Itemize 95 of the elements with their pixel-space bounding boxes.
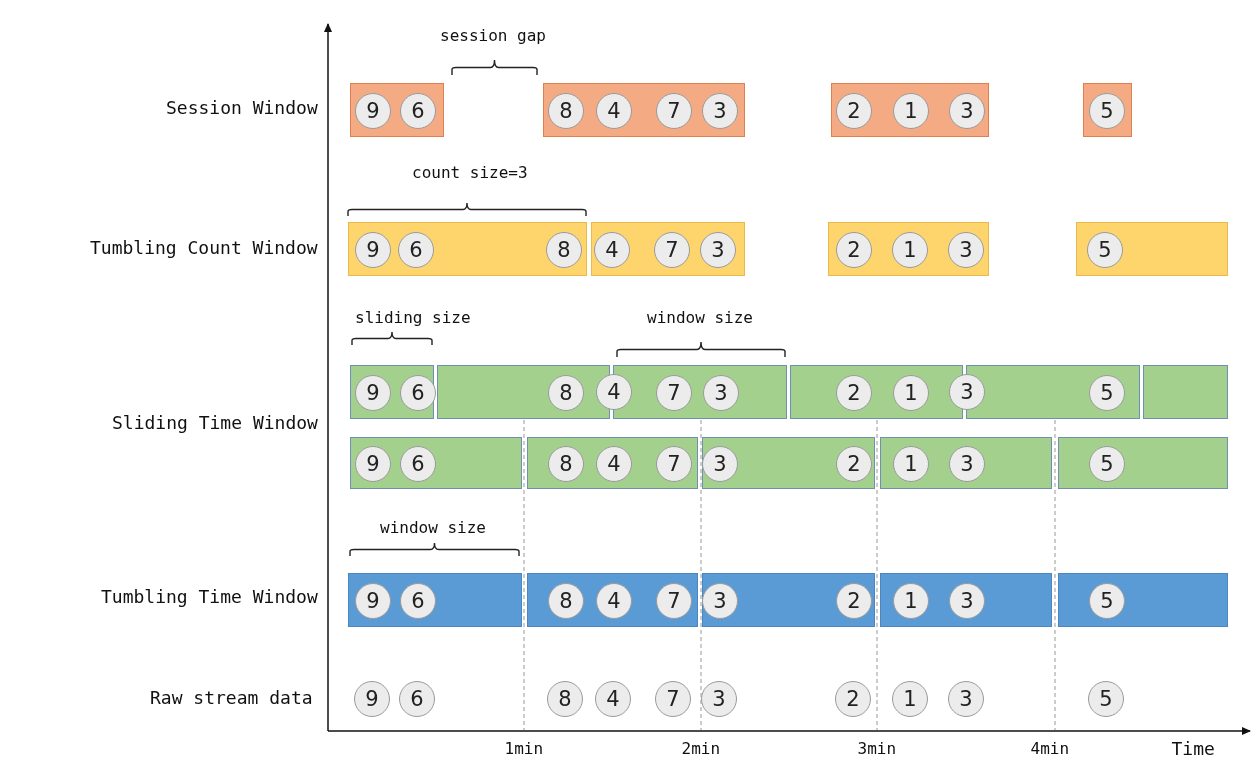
- event-circle: 4: [594, 232, 630, 268]
- window-bar: [437, 365, 610, 419]
- window-bar: [828, 222, 989, 276]
- event-circle: 1: [893, 93, 929, 129]
- window-bar: [831, 83, 989, 137]
- event-circle: 3: [701, 681, 737, 717]
- window-bar: [880, 437, 1052, 489]
- event-circle: 4: [596, 446, 632, 482]
- event-circle: 3: [700, 232, 736, 268]
- event-circle: 4: [596, 583, 632, 619]
- event-circle: 7: [656, 446, 692, 482]
- bracket-label: window size: [380, 518, 486, 537]
- window-bar: [527, 437, 698, 489]
- event-circle: 7: [654, 232, 690, 268]
- event-circle: 2: [836, 583, 872, 619]
- event-circle: 7: [656, 375, 692, 411]
- window-bar: [527, 573, 698, 627]
- window-bar: [1143, 365, 1228, 419]
- event-circle: 9: [355, 583, 391, 619]
- event-circle: 1: [892, 681, 928, 717]
- row-label: Tumbling Time Window: [101, 586, 318, 607]
- event-circle: 3: [702, 446, 738, 482]
- event-circle: 5: [1087, 232, 1123, 268]
- window-bar: [1076, 222, 1228, 276]
- tick-label: 3min: [857, 739, 897, 758]
- window-bar: [350, 83, 444, 137]
- event-circle: 5: [1089, 93, 1125, 129]
- event-circle: 4: [596, 93, 632, 129]
- event-circle: 1: [892, 232, 928, 268]
- window-bar: [350, 365, 434, 419]
- event-circle: 2: [835, 681, 871, 717]
- event-circle: 2: [836, 375, 872, 411]
- event-circle: 6: [399, 681, 435, 717]
- event-circle: 6: [400, 375, 436, 411]
- window-bar: [702, 573, 875, 627]
- event-circle: 8: [548, 375, 584, 411]
- event-circle: 3: [702, 583, 738, 619]
- event-circle: 2: [836, 232, 872, 268]
- window-bar: [543, 83, 745, 137]
- event-circle: 6: [400, 583, 436, 619]
- event-circle: 3: [948, 681, 984, 717]
- event-circle: 9: [355, 93, 391, 129]
- window-bar: [1058, 437, 1228, 489]
- event-circle: 2: [836, 93, 872, 129]
- event-circle: 9: [355, 375, 391, 411]
- row-label: Raw stream data: [150, 687, 313, 708]
- event-circle: 6: [400, 93, 436, 129]
- event-circle: 4: [595, 681, 631, 717]
- event-circle: 3: [703, 375, 739, 411]
- event-circle: 1: [893, 583, 929, 619]
- event-circle: 5: [1089, 375, 1125, 411]
- event-circle: 5: [1089, 446, 1125, 482]
- event-circle: 1: [893, 375, 929, 411]
- tick-label: 2min: [681, 739, 721, 758]
- bracket-label: window size: [647, 308, 753, 327]
- bracket-label: session gap: [440, 26, 546, 45]
- event-circle: 8: [548, 446, 584, 482]
- window-bar: [880, 573, 1052, 627]
- event-circle: 7: [655, 681, 691, 717]
- event-circle: 5: [1089, 583, 1125, 619]
- event-circle: 3: [949, 446, 985, 482]
- event-circle: 9: [355, 446, 391, 482]
- event-circle: 8: [548, 93, 584, 129]
- event-circle: 3: [702, 93, 738, 129]
- window-bar: [348, 222, 587, 276]
- event-circle: 9: [355, 232, 391, 268]
- window-bar: [350, 437, 522, 489]
- window-bar: [591, 222, 745, 276]
- window-bar: [1058, 573, 1228, 627]
- event-circle: 3: [948, 232, 984, 268]
- event-circle: 7: [656, 93, 692, 129]
- event-circle: 5: [1088, 681, 1124, 717]
- event-circle: 2: [836, 446, 872, 482]
- event-circle: 8: [547, 681, 583, 717]
- tick-label: 1min: [504, 739, 544, 758]
- event-circle: 8: [546, 232, 582, 268]
- event-circle: 3: [949, 583, 985, 619]
- event-circle: 1: [893, 446, 929, 482]
- event-circle: 6: [398, 232, 434, 268]
- bracket-label: sliding size: [355, 308, 471, 327]
- event-circle: 8: [548, 583, 584, 619]
- event-circle: 7: [656, 583, 692, 619]
- window-bar: [790, 365, 963, 419]
- axis-label: Time: [1171, 738, 1215, 759]
- row-label: Session Window: [166, 97, 318, 118]
- window-bar: [1083, 83, 1132, 137]
- row-label: Tumbling Count Window: [90, 237, 318, 258]
- tick-label: 4min: [1030, 739, 1070, 758]
- window-bar: [702, 437, 875, 489]
- event-circle: 9: [354, 681, 390, 717]
- window-bar: [348, 573, 522, 627]
- event-circle: 3: [949, 93, 985, 129]
- bracket-label: count size=3: [412, 163, 528, 182]
- row-label: Sliding Time Window: [112, 412, 318, 433]
- event-circle: 6: [400, 446, 436, 482]
